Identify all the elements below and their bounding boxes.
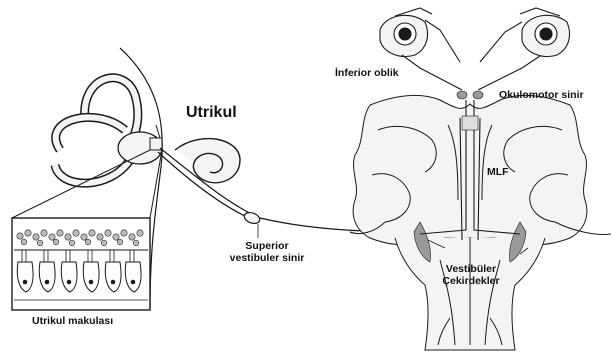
label-inferior-oblik: İnferior oblik: [335, 67, 399, 79]
label-vestibuler-line1: Vestibüler: [436, 263, 506, 275]
label-mlf: MLF: [487, 166, 509, 178]
utricular-macula-panel: [12, 218, 150, 310]
label-superior-line1: Superior: [226, 240, 308, 252]
label-superior-vestibuler-sinir: Superior vestibuler sinir: [226, 240, 308, 264]
label-vestibuler-line2: Çekirdekler: [436, 275, 506, 287]
label-utrikul-makulasi: Utrikul makulası: [32, 315, 113, 327]
brainstem: [350, 95, 611, 350]
right-eye: [478, 8, 570, 90]
label-vestibuler-cekirdekler: Vestibüler Çekirdekler: [436, 263, 506, 287]
label-utrikul: Utrikul: [186, 104, 237, 122]
label-superior-line2: vestibuler sinir: [226, 252, 308, 264]
label-okulomotor-sinir: Okulomotor sinir: [499, 89, 584, 101]
